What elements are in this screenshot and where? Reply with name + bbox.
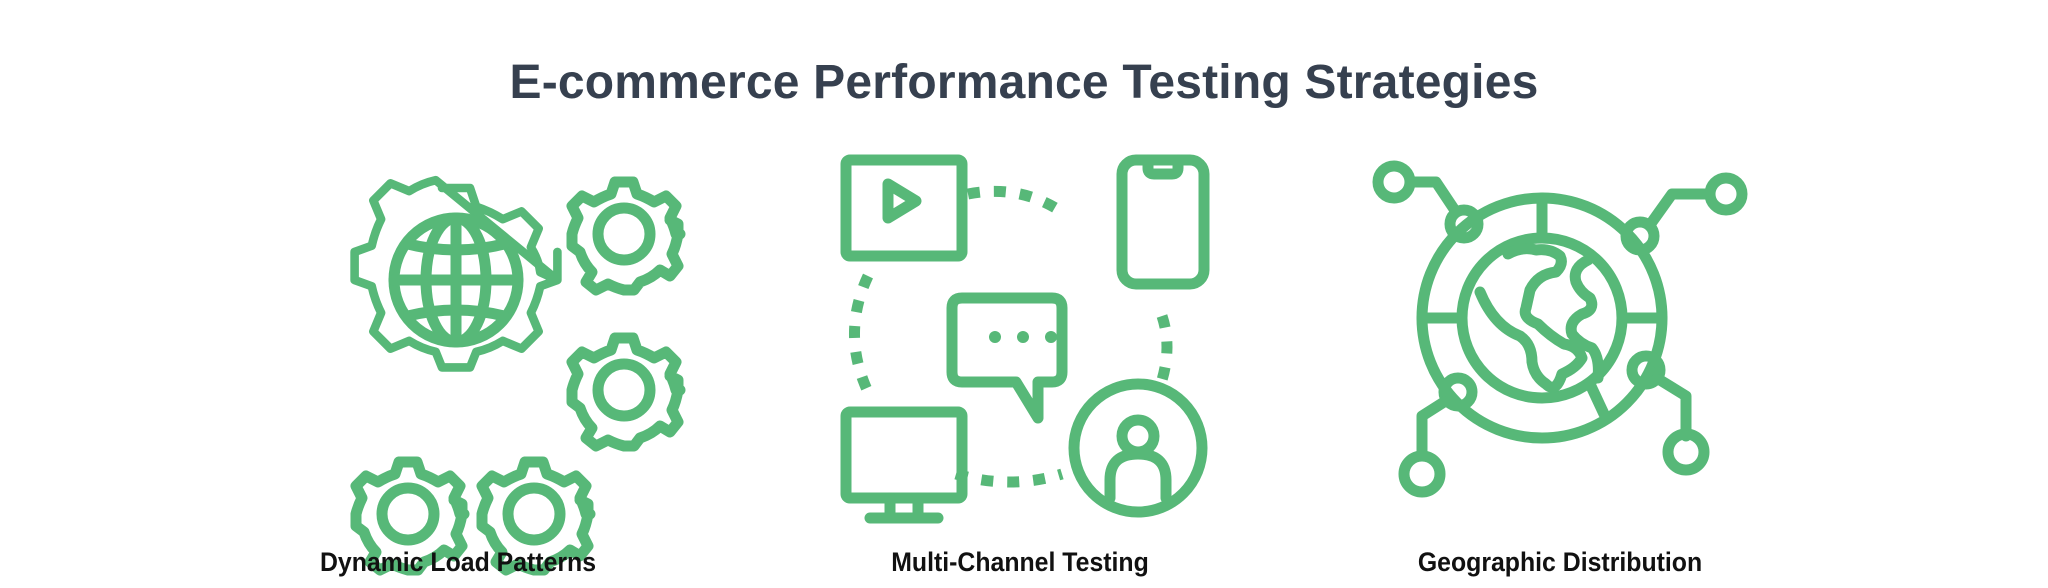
strategy-label: Multi-Channel Testing	[891, 547, 1149, 577]
globe-network-icon	[1372, 160, 1748, 498]
video-player-icon	[840, 154, 968, 262]
strategy-card-multi-channel: Multi-Channel Testing	[800, 140, 1240, 580]
multi-channel-devices-icon	[840, 154, 1210, 524]
network-nodes	[1372, 160, 1748, 498]
strategy-card-dynamic-load: Dynamic Load Patterns	[238, 140, 686, 580]
user-avatar-icon	[1068, 378, 1208, 518]
strategy-label: Dynamic Load Patterns	[319, 547, 597, 577]
smartphone-icon	[1116, 154, 1210, 290]
small-gear-icon	[566, 176, 686, 296]
monitor-icon	[840, 406, 968, 524]
page-title: E-commerce Performance Testing Strategie…	[509, 56, 1539, 110]
strategy-card-geographic: Geographic Distribution	[1340, 140, 1780, 580]
strategy-label: Geographic Distribution	[1417, 547, 1703, 577]
chat-bubble-icon	[946, 292, 1068, 424]
gears-with-globe-icon	[350, 175, 686, 576]
